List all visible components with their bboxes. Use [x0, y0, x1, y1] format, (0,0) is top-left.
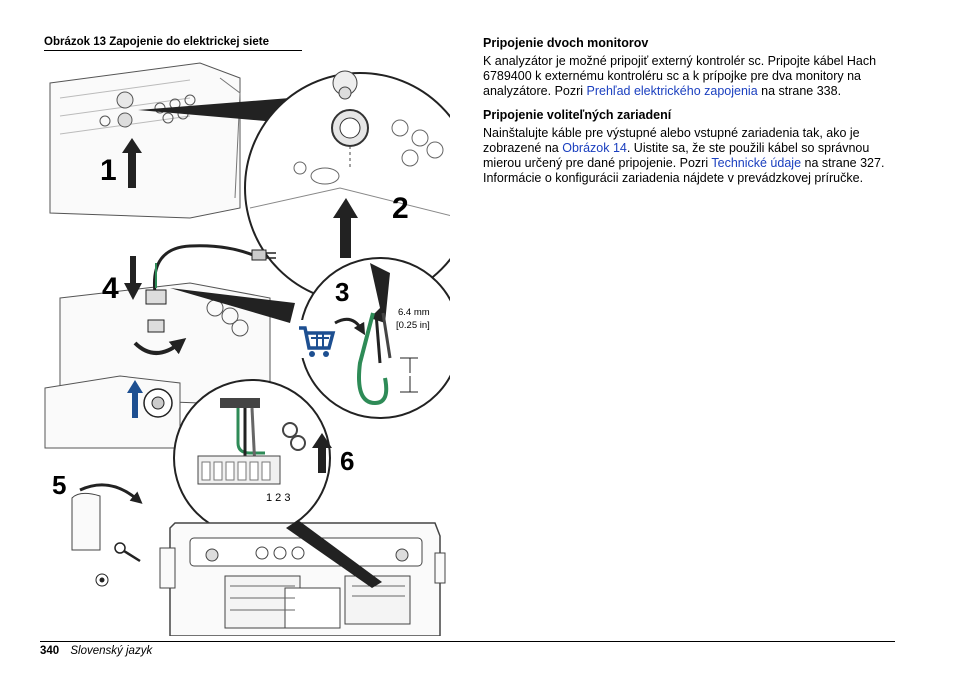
step-number-5: 5	[52, 470, 66, 500]
paragraph-text: K analyzátor je možné pripojiť externý k…	[483, 54, 877, 98]
zoom-circle-6	[173, 379, 332, 537]
power-cord-panel	[59, 244, 276, 404]
dimension-mm: 6.4 mm	[398, 307, 430, 318]
paragraph-text: na strane 338.	[757, 84, 842, 98]
paragraph-text: na strane 327. Informácie o konfigurácii…	[483, 156, 885, 185]
analyzer-corner	[44, 375, 181, 449]
analyzer-front	[159, 522, 446, 636]
paragraph-two-monitors: K analyzátor je možné pripojiť externý k…	[483, 54, 903, 99]
paragraph-optional-devices: Nainštalujte káble pre výstupné alebo vs…	[483, 126, 903, 186]
heading-two-monitors: Pripojenie dvoch monitorov	[483, 36, 649, 50]
link-wiring-overview[interactable]: Prehľad elektrického zapojenia	[586, 84, 758, 98]
step-number-3: 3	[335, 277, 349, 307]
up-arrow-icon	[122, 138, 142, 188]
connection-illustration: 1 2 3 6.4 mm [0.25 in]	[44, 62, 450, 636]
link-specifications[interactable]: Technické údaje	[711, 156, 802, 170]
zoom-pointer-3	[170, 288, 295, 323]
figure-caption: Obrázok 13 Zapojenie do elektrickej siet…	[44, 36, 302, 51]
footer-language: Slovenský jazyk	[70, 645, 153, 657]
heading-optional-devices: Pripojenie voliteľných zariadení	[483, 108, 672, 122]
step-number-2: 2	[392, 192, 409, 225]
page-number: 340	[40, 645, 60, 657]
analyzer-top-panel	[49, 62, 241, 219]
dimension-in: [0.25 in]	[396, 320, 430, 331]
zoom-pointer-6	[286, 520, 382, 588]
step-number-4: 4	[102, 272, 119, 305]
page-footer: 340 Slovenský jazyk	[40, 645, 152, 657]
step-number-1: 1	[100, 154, 117, 187]
footer-rule	[40, 641, 895, 642]
down-arrow-icon	[124, 256, 142, 300]
door-panel	[71, 483, 143, 587]
step-number-6: 6	[340, 446, 354, 476]
zoom-circle-3	[299, 257, 450, 419]
right-column: Pripojenie dvoch monitorov K analyzátor …	[483, 36, 903, 195]
terminal-labels: 1 2 3	[266, 492, 290, 504]
zoom-pointer	[138, 98, 290, 123]
paragraph-text: . Uistite sa, že ste použili kábel so sp…	[483, 141, 870, 170]
link-figure-14[interactable]: Obrázok 14	[562, 141, 627, 155]
paragraph-text: Nainštalujte káble pre výstupné alebo vs…	[483, 126, 860, 155]
shopping-cart-icon	[295, 320, 337, 358]
